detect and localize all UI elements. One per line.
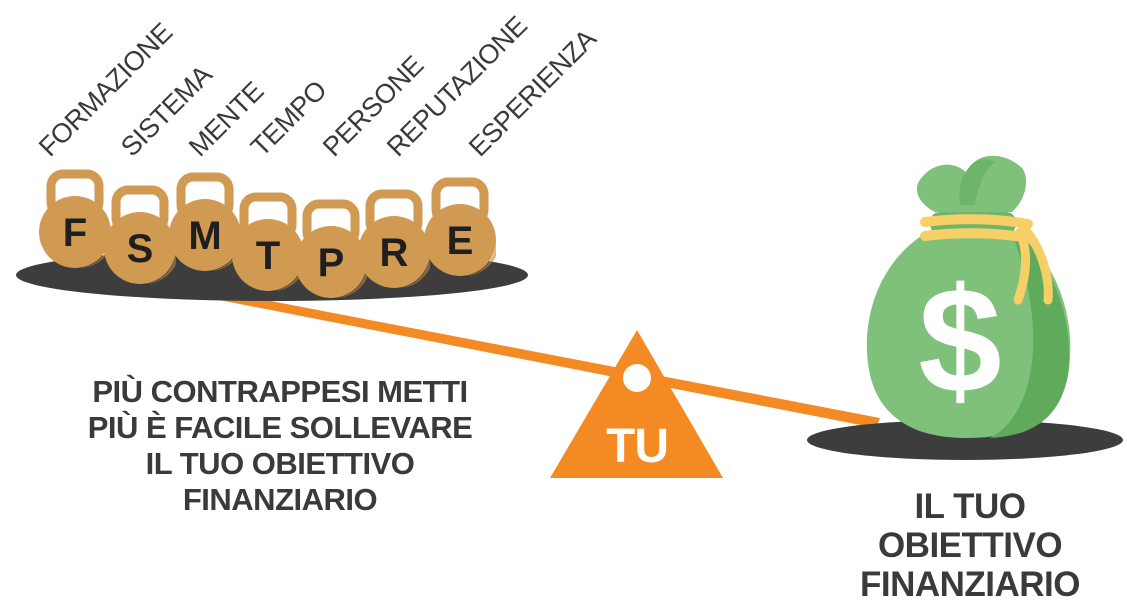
right-caption: IL TUO OBIETTIVO FINANZIARIO xyxy=(800,487,1127,604)
left-caption-line: FINANZIARIO xyxy=(182,482,378,517)
kettlebell-letter: F xyxy=(63,211,87,255)
kettlebell-letter: T xyxy=(256,234,280,278)
left-caption-line: IL TUO OBIETTIVO xyxy=(145,446,415,481)
right-platform xyxy=(807,420,1123,460)
fulcrum-label: TU xyxy=(606,420,668,473)
right-caption-line: IL TUO xyxy=(914,487,1026,526)
right-caption-line: FINANZIARIO xyxy=(859,565,1081,604)
kettlebell-icon: F xyxy=(39,169,111,268)
left-caption: PIÙ CONTRAPPESI METTI PIÙ È FACILE SOLLE… xyxy=(60,374,500,518)
right-caption-line: OBIETTIVO xyxy=(877,526,1063,565)
counterweight-labels: FORMAZIONESISTEMAMENTETEMPOPERSONEREPUTA… xyxy=(33,11,602,163)
kettlebell-letter: S xyxy=(127,227,154,271)
kettlebell-letter: P xyxy=(318,241,345,285)
seesaw-beam xyxy=(168,282,880,428)
kettlebell-letter: R xyxy=(380,231,409,275)
kettlebell-icon: R xyxy=(358,189,430,288)
kettlebell-letter: E xyxy=(447,219,474,263)
kettlebell-letter: M xyxy=(188,214,221,258)
kettlebell-icon: P xyxy=(295,199,367,298)
left-caption-line: PIÙ CONTRAPPESI METTI xyxy=(92,374,468,409)
fulcrum-triangle-icon: TU xyxy=(550,330,723,478)
kettlebell-icon: T xyxy=(232,192,304,291)
dollar-sign: $ xyxy=(918,256,1001,424)
kettlebell-icon: S xyxy=(104,185,176,284)
kettlebell-icon: E xyxy=(424,177,496,276)
left-caption-line: PIÙ È FACILE SOLLEVARE xyxy=(87,410,473,445)
kettlebell-icon: M xyxy=(169,172,241,271)
money-bag-icon: $ xyxy=(866,155,1071,438)
